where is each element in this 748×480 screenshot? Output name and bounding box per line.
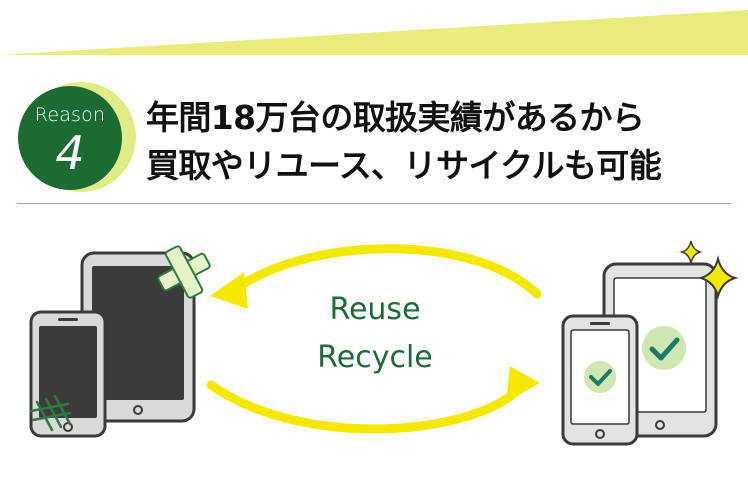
- top-banner: [0, 10, 748, 55]
- badge-number: 4: [55, 126, 85, 180]
- headline-line-1: 年間18万台の取扱実績があるから: [146, 98, 645, 137]
- sparkle-icon: [679, 240, 739, 300]
- badge-circle: Reason 4: [18, 86, 122, 190]
- arrow-right-icon: [206, 366, 540, 434]
- check-icon: [584, 326, 686, 393]
- headline-line-2: 買取やリユース、リサイクルも可能: [146, 146, 662, 185]
- bandage-icon: [157, 245, 211, 299]
- headline: 年間18万台の取扱実績があるから 買取やリユース、リサイクルも可能: [146, 94, 741, 190]
- crack-mark-icon: [29, 394, 72, 432]
- divider: [17, 203, 731, 204]
- badge-word: Reason: [34, 104, 106, 126]
- reason-badge: Reason 4: [18, 82, 136, 198]
- reuse-label: Reuse: [329, 292, 421, 327]
- arrow-left-icon: [210, 244, 542, 309]
- recycle-label: Recycle: [317, 340, 433, 375]
